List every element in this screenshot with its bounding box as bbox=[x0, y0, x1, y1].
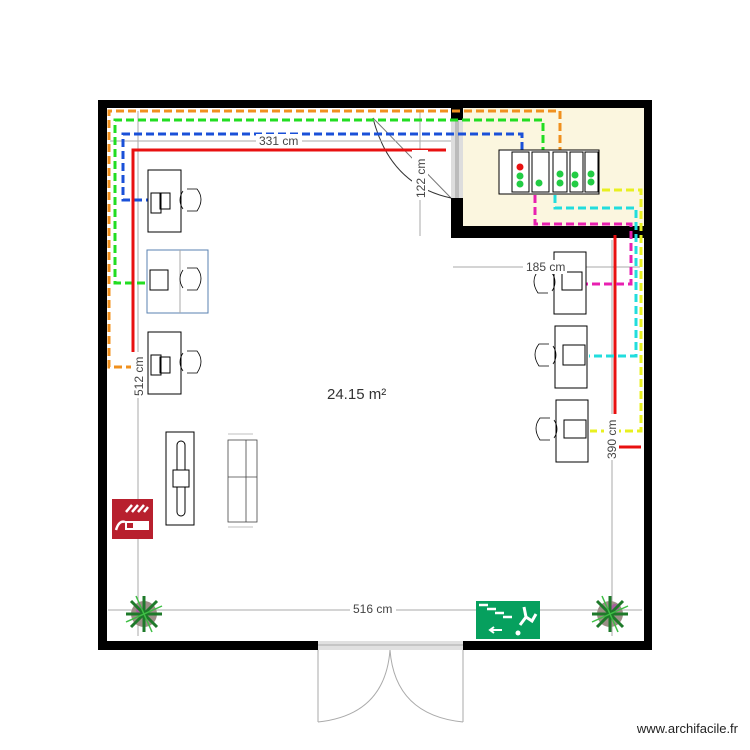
fire-extinguisher-sign bbox=[112, 499, 153, 539]
dimension-top-width: 331 cm bbox=[259, 134, 298, 148]
dimension-niche-height: 122 cm bbox=[414, 159, 428, 198]
workstation-left-1[interactable] bbox=[147, 169, 202, 233]
double-door[interactable] bbox=[317, 649, 464, 723]
room-area-label: 24.15 m² bbox=[327, 386, 386, 403]
plant-left bbox=[125, 595, 163, 633]
dimension-right-height: 390 cm bbox=[605, 420, 619, 459]
dimension-left-height: 512 cm bbox=[132, 357, 146, 396]
cable-cyan bbox=[553, 195, 638, 358]
workstation-left-3[interactable] bbox=[147, 331, 202, 395]
cable-orange bbox=[107, 109, 562, 369]
cable-magenta bbox=[533, 195, 633, 286]
table[interactable] bbox=[165, 431, 195, 526]
watermark: www.archifacile.fr bbox=[636, 721, 738, 736]
dimension-right-width: 185 cm bbox=[526, 260, 565, 274]
workstation-right-2[interactable] bbox=[534, 325, 588, 389]
cable-blue bbox=[121, 132, 524, 202]
sofa[interactable] bbox=[227, 433, 258, 528]
workstation-right-3[interactable] bbox=[535, 399, 589, 463]
status-led-red bbox=[516, 163, 524, 171]
workstation-left-2[interactable] bbox=[146, 249, 209, 314]
cable-green bbox=[113, 118, 545, 285]
plant-right bbox=[591, 595, 629, 633]
emergency-exit-sign bbox=[476, 601, 540, 639]
server-rack[interactable] bbox=[498, 149, 600, 195]
dimension-bottom-width: 516 cm bbox=[353, 602, 392, 616]
